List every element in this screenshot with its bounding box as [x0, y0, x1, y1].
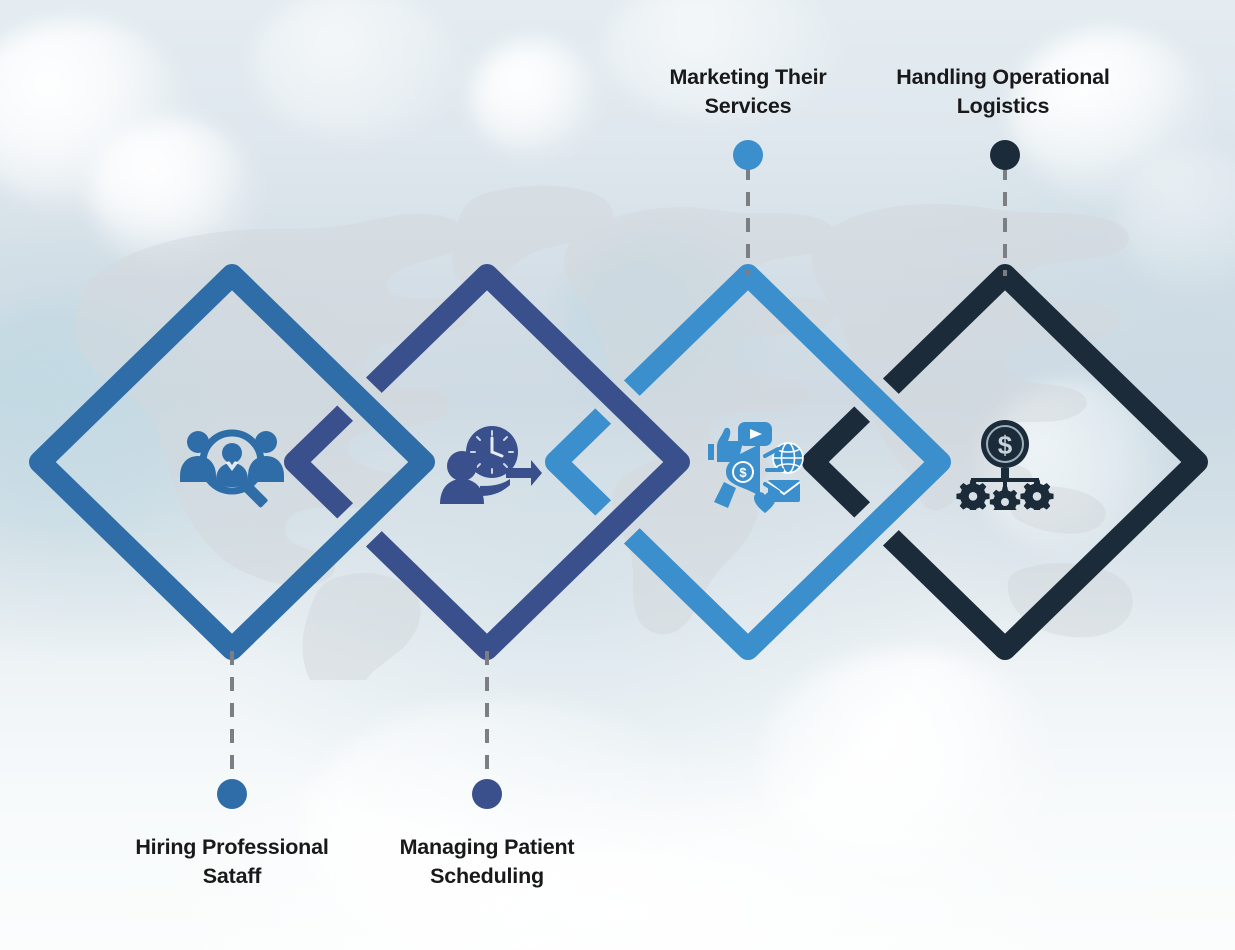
step-1-label: Hiring Professional Sataff [135, 835, 329, 888]
svg-text:$: $ [739, 465, 747, 480]
dollar-coin-gears-icon: $ [956, 420, 1054, 510]
svg-text:$: $ [998, 430, 1013, 460]
step-2-connector-line [485, 651, 489, 783]
step-3-connector-line [746, 166, 750, 276]
people-search-icon [180, 429, 284, 508]
step-3-marker-dot [733, 140, 763, 170]
person-clock-arrow-icon [440, 426, 542, 504]
megaphone-marketing-icon: $ [708, 422, 804, 513]
step-1-icon-container [176, 418, 288, 508]
step-4-connector-line [1003, 166, 1007, 276]
step-3-icon-container: $ [702, 416, 806, 516]
step-2-icon-container [436, 424, 542, 506]
step-1-marker-dot [217, 779, 247, 809]
step-4-label: Handling Operational Logistics [896, 65, 1110, 118]
step-2-marker-dot [472, 779, 502, 809]
step-4-icon-container: $ [953, 418, 1057, 510]
step-2-label: Managing Patient Scheduling [399, 835, 575, 888]
step-3-label: Marketing Their Services [669, 65, 827, 118]
step-1-connector-line [230, 651, 234, 783]
diamond-shape-1 [29, 264, 435, 660]
step-4-marker-dot [990, 140, 1020, 170]
